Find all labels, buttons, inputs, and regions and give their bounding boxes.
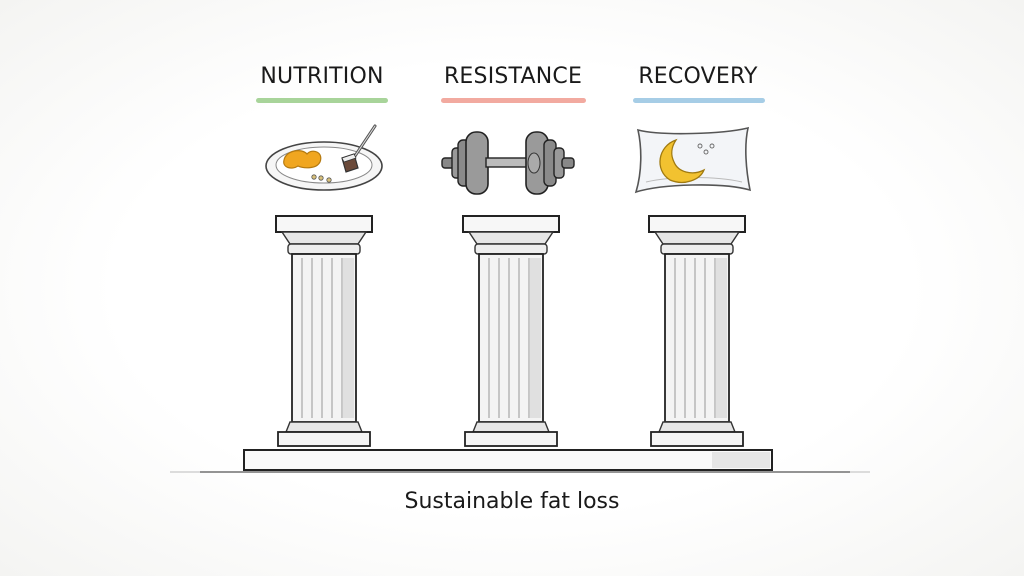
recovery-underline [633, 98, 765, 103]
pillar-label-recovery: RECOVERY [638, 64, 758, 89]
pillar-recovery [645, 214, 749, 454]
nutrition-underline [256, 98, 388, 103]
foundation-slab [170, 446, 870, 478]
resistance-underline [441, 98, 586, 103]
dumbbell-icon [438, 130, 578, 196]
pillar-label-resistance: RESISTANCE [443, 64, 583, 89]
plate-icon [262, 120, 387, 195]
pillar-resistance [459, 214, 563, 454]
pillar-label-nutrition: NUTRITION [260, 64, 384, 89]
pillow-moon-icon [632, 124, 754, 196]
foundation-caption: Sustainable fat loss [404, 489, 620, 514]
pillar-nutrition [272, 214, 376, 454]
